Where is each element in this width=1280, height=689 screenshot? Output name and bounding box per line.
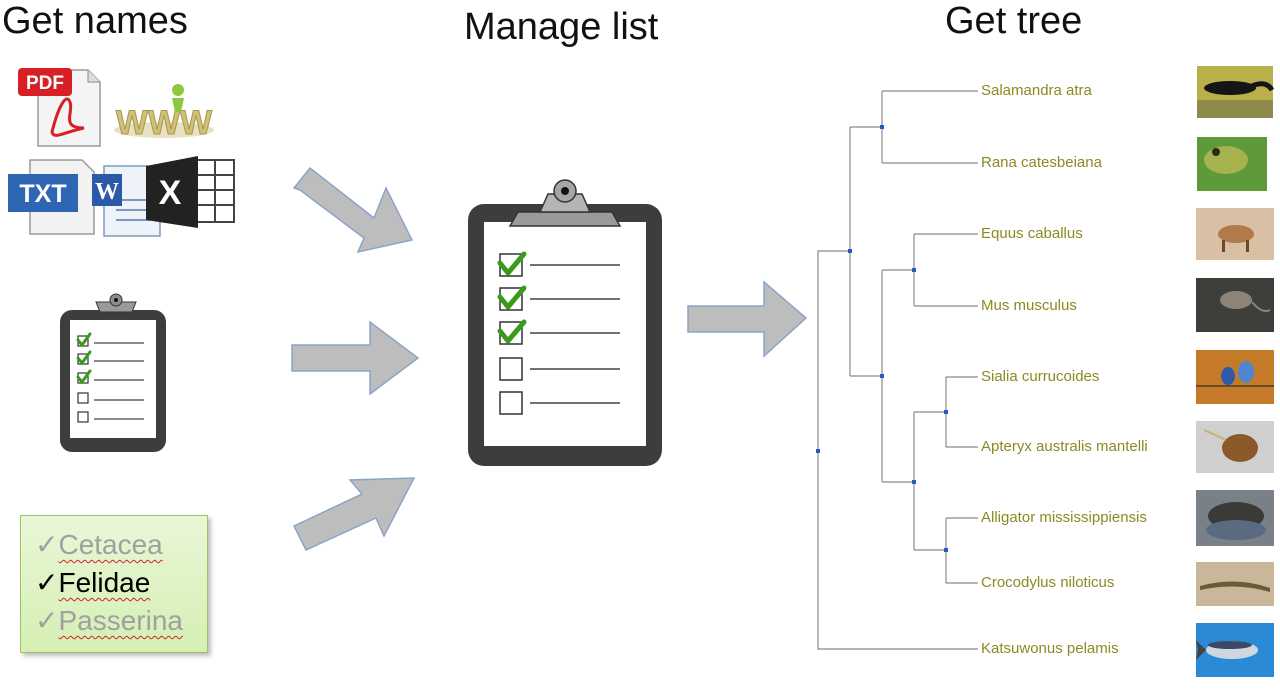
check-icon: ✓ bbox=[35, 567, 59, 598]
pdf-label: PDF bbox=[26, 73, 64, 94]
word-label: W bbox=[95, 179, 119, 205]
excel-label: X bbox=[159, 174, 182, 212]
excel-icon: X bbox=[146, 156, 235, 228]
arrow-icon bbox=[292, 477, 416, 551]
taxon-label: Sialia currucoides bbox=[981, 368, 1100, 385]
web-label: WWW bbox=[116, 104, 213, 142]
word-list-label: Cetacea bbox=[58, 529, 163, 560]
horse-icon bbox=[1196, 208, 1274, 260]
arrow-icon bbox=[687, 280, 808, 358]
check-icon: ✓ bbox=[35, 529, 59, 560]
heading-manage-list: Manage list bbox=[464, 6, 659, 48]
word-list-item: ✓Felidae bbox=[21, 564, 207, 602]
crocodile-icon bbox=[1196, 562, 1274, 606]
mouse-icon bbox=[1196, 278, 1274, 332]
pdf-icon: PDF bbox=[18, 68, 101, 147]
taxon-word-list: ✓Cetacea ✓Felidae ✓Passerina bbox=[20, 515, 208, 653]
alligator-icon bbox=[1196, 490, 1274, 546]
tuna-icon bbox=[1196, 623, 1274, 677]
arrow-icon bbox=[291, 320, 420, 396]
txt-label: TXT bbox=[19, 180, 66, 208]
frog-icon bbox=[1197, 137, 1267, 191]
clipboard-icon bbox=[468, 179, 662, 466]
heading-get-tree: Get tree bbox=[945, 0, 1083, 42]
taxon-label: Crocodylus niloticus bbox=[981, 574, 1115, 591]
heading-get-names: Get names bbox=[2, 0, 188, 42]
bluebird-icon bbox=[1196, 350, 1274, 404]
taxon-label: Apteryx australis mantelli bbox=[981, 438, 1148, 455]
arrow-icon bbox=[292, 166, 414, 254]
salamander-icon bbox=[1197, 66, 1275, 118]
word-list-item: ✓Cetacea bbox=[21, 526, 207, 564]
txt-icon: TXT bbox=[8, 159, 95, 235]
word-list-item: ✓Passerina bbox=[21, 602, 207, 640]
taxon-label: Katsuwonus pelamis bbox=[981, 640, 1119, 657]
word-list-label: Felidae bbox=[58, 567, 151, 598]
taxon-label: Salamandra atra bbox=[981, 82, 1092, 99]
taxon-label: Rana catesbeiana bbox=[981, 154, 1102, 171]
tree-nodes bbox=[816, 125, 948, 552]
kiwi-icon bbox=[1196, 421, 1274, 473]
small-clipboard-icon bbox=[60, 293, 166, 452]
taxon-label: Alligator mississippiensis bbox=[981, 509, 1147, 526]
web-icon: WWW bbox=[114, 84, 214, 143]
word-list-label: Passerina bbox=[58, 605, 183, 636]
taxon-label: Mus musculus bbox=[981, 297, 1077, 314]
taxon-label: Equus caballus bbox=[981, 225, 1083, 242]
check-icon: ✓ bbox=[35, 605, 59, 636]
phylogenetic-tree bbox=[817, 90, 978, 650]
